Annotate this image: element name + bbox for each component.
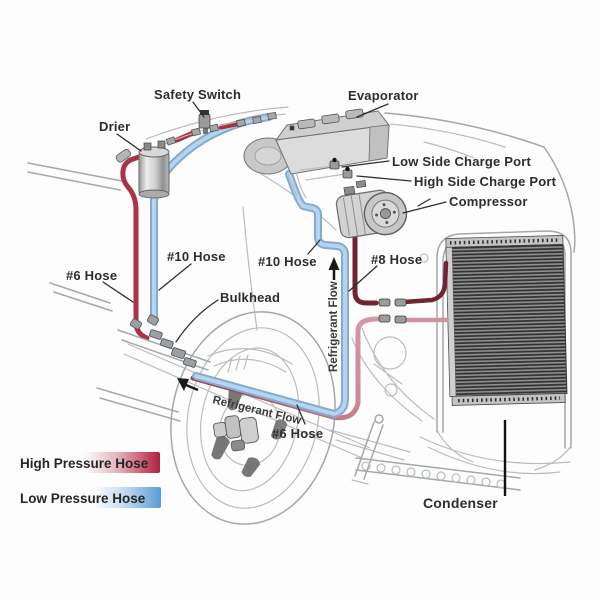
low-side-charge-port-label: Low Side Charge Port — [392, 154, 532, 169]
truck-chassis-art — [27, 106, 576, 525]
hose-10-right — [192, 170, 349, 418]
bulkhead-label: Bulkhead — [220, 290, 280, 305]
refrigerant-flow-diagonal-arrow — [177, 378, 199, 392]
legend: High Pressure Hose Low Pressure Hose — [20, 452, 161, 508]
red-hose-segment — [218, 121, 239, 130]
compressor-label: Compressor — [449, 194, 528, 209]
condenser-label: Condenser — [423, 495, 498, 511]
hose6-left-label: #6 Hose — [66, 268, 117, 283]
evaporator-component — [243, 108, 390, 199]
high-pressure-legend-label: High Pressure Hose — [20, 456, 149, 471]
refrigerant-flow-up-arrow — [328, 257, 340, 280]
low-pressure-swatch — [94, 487, 161, 508]
condenser-unit — [445, 235, 568, 406]
low-pressure-legend-label: Low Pressure Hose — [20, 491, 146, 506]
safety-switch-label: Safety Switch — [154, 87, 241, 102]
labels: Drier Safety Switch Evaporator Low Side … — [66, 87, 557, 511]
hose8-label: #8 Hose — [371, 252, 422, 267]
condenser-line-fittings — [378, 298, 407, 324]
charge-ports — [299, 157, 353, 181]
compressor-component — [335, 179, 408, 239]
hose-6-liquid-line — [190, 316, 380, 421]
hub-spindle — [213, 415, 259, 452]
drier-component — [115, 140, 170, 199]
high-side-charge-port — [342, 166, 353, 179]
leader-lines — [102, 101, 507, 496]
drier-label: Drier — [99, 119, 130, 134]
hose10-right-label: #10 Hose — [258, 254, 317, 269]
refrigerant-flow-up-label: Refrigerant Flow — [328, 281, 340, 372]
hose-8-condenser-stub — [401, 260, 449, 305]
liquid-tube-run — [159, 112, 286, 147]
bulkhead-component — [117, 314, 211, 371]
evaporator-label: Evaporator — [348, 88, 419, 103]
hose10-left-label: #10 Hose — [167, 249, 226, 264]
hose6-bottom-label: #6 Hose — [272, 426, 323, 441]
low-side-charge-port — [329, 157, 340, 170]
front-wheel — [170, 311, 336, 525]
safety-switch-component — [198, 110, 211, 134]
high-side-charge-port-label: High Side Charge Port — [414, 174, 557, 189]
high-pressure-swatch — [84, 452, 160, 473]
axle-lightening-holes — [361, 461, 506, 489]
